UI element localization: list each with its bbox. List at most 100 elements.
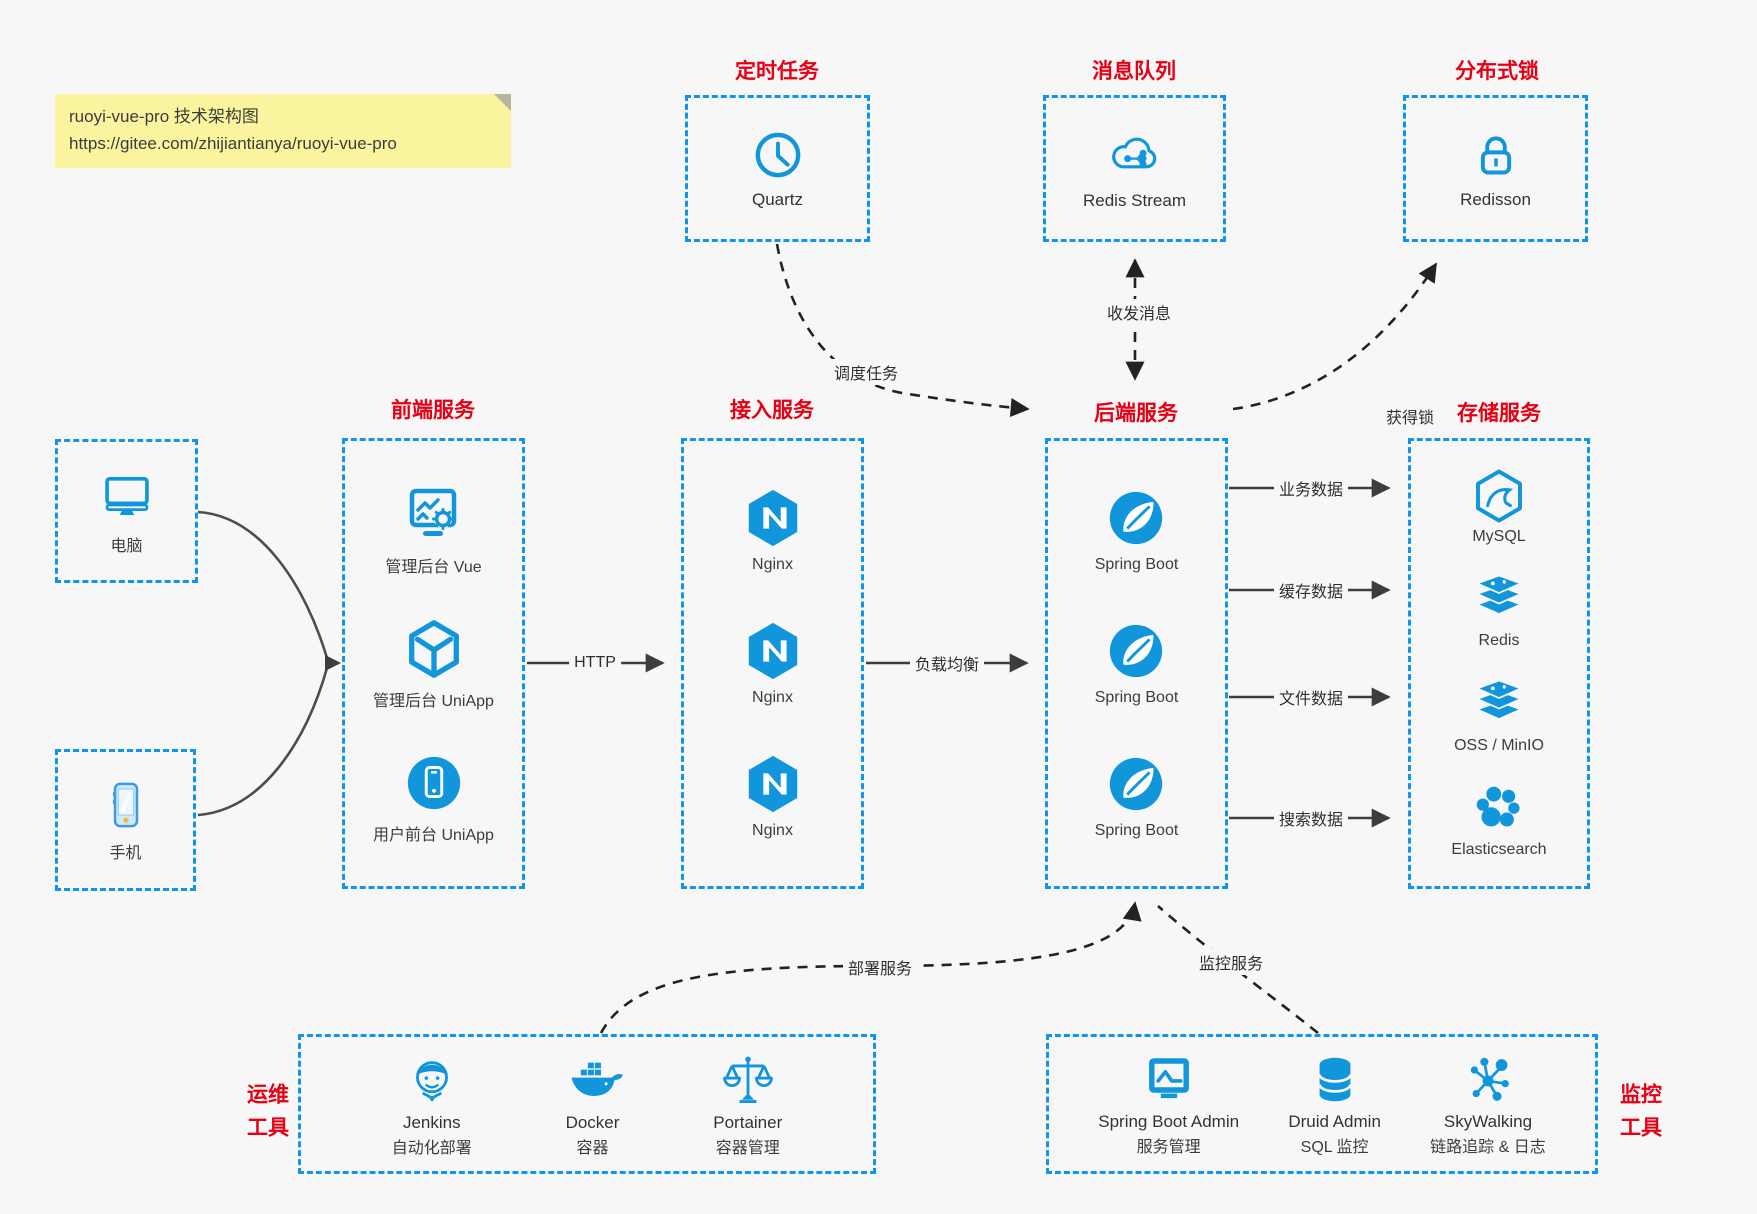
mysql-label: MySQL: [1472, 527, 1526, 545]
admin-uniapp-node: 管理后台 UniApp: [373, 618, 494, 711]
section-title-distributed-lock: 分布式锁: [1455, 60, 1539, 83]
docker-label: Docker: [565, 1113, 620, 1132]
phone-to-frontend-line: [197, 667, 329, 817]
nginx-label-1: Nginx: [752, 556, 793, 573]
phone-label: 手机: [109, 844, 142, 862]
lock-icon: [1468, 127, 1524, 183]
section-title-ops-tools: 运维 工具: [247, 1083, 289, 1139]
elasticsearch-node: Elasticsearch: [1451, 781, 1547, 859]
nginx-icon: [742, 620, 804, 682]
mobile-icon: [99, 778, 153, 832]
portainer-scale-icon: [718, 1050, 778, 1110]
storage-box: MySQL Redis OSS / MinIO Elasticsearch: [1408, 438, 1590, 889]
acquire-lock-label: 获得锁: [1380, 403, 1440, 429]
computer-to-frontend-line: [197, 510, 329, 659]
druid-admin-desc: SQL 监控: [1300, 1139, 1369, 1156]
skywalking-desc: 链路追踪 & 日志: [1430, 1139, 1546, 1156]
spring-boot-admin-desc: 服务管理: [1136, 1139, 1201, 1156]
jenkins-icon: [402, 1050, 462, 1110]
section-title-storage: 存储服务: [1457, 402, 1541, 425]
portainer-node: Portainer 容器管理: [713, 1050, 782, 1158]
monitor-service-label: 监控服务: [1193, 949, 1269, 975]
redisson-label: Redisson: [1460, 190, 1531, 209]
section-title-message-queue: 消息队列: [1092, 60, 1176, 83]
title-note: ruoyi-vue-pro 技术架构图 https://gitee.com/zh…: [55, 94, 511, 168]
section-title-access: 接入服务: [730, 399, 814, 422]
section-title-frontend: 前端服务: [391, 399, 475, 422]
user-uniapp-phone-icon: [403, 752, 465, 814]
redis-label: Redis: [1478, 632, 1520, 650]
jenkins-desc: 自动化部署: [391, 1140, 472, 1157]
oss-minio-stack-icon: [1471, 677, 1527, 733]
uniapp-cube-icon: [403, 618, 465, 680]
search-data-label: 搜索数据: [1273, 805, 1349, 831]
business-data-label: 业务数据: [1273, 475, 1349, 501]
merge-arrowhead: [325, 655, 341, 671]
desktop-icon: [98, 467, 156, 525]
admin-vue-label: 管理后台 Vue: [385, 559, 482, 576]
redis-node: Redis: [1471, 572, 1527, 650]
spring-boot-admin-label: Spring Boot Admin: [1098, 1112, 1240, 1131]
redisson-box: Redisson: [1403, 95, 1588, 242]
quartz-box: Quartz: [685, 95, 870, 242]
client-merge-arrows: [197, 510, 329, 817]
backend-box: Spring Boot Spring Boot Spring Boot: [1045, 438, 1228, 889]
note-url: https://gitee.com/zhijiantianya/ruoyi-vu…: [69, 134, 397, 153]
section-title-backend: 后端服务: [1094, 402, 1178, 425]
schedule-task-label: 调度任务: [828, 359, 904, 385]
send-receive-message-label: 收发消息: [1101, 299, 1177, 325]
druid-database-icon: [1306, 1051, 1364, 1109]
ops-tools-box: Jenkins 自动化部署 Docker 容器 Portainer 容器管理: [298, 1034, 876, 1174]
computer-label: 电脑: [110, 537, 143, 555]
quartz-node: Quartz: [750, 127, 806, 210]
springboot-node-1: Spring Boot: [1094, 487, 1179, 574]
docker-icon: [563, 1050, 623, 1110]
admin-vue-icon: [401, 482, 465, 546]
springboot-node-2: Spring Boot: [1094, 620, 1179, 707]
note-title: ruoyi-vue-pro 技术架构图: [69, 107, 259, 126]
phone-node: 手机: [99, 778, 153, 863]
spring-boot-icon: [1105, 620, 1167, 682]
load-balance-label: 负载均衡: [909, 650, 985, 676]
redis-stream-box: Redis Stream: [1043, 95, 1226, 242]
redis-stack-icon: [1471, 572, 1527, 628]
nginx-label-3: Nginx: [752, 822, 793, 839]
redis-stream-label: Redis Stream: [1083, 191, 1186, 210]
druid-admin-node: Druid Admin SQL 监控: [1288, 1051, 1381, 1157]
nginx-icon: [742, 487, 804, 549]
springboot-label-2: Spring Boot: [1094, 689, 1179, 706]
druid-admin-label: Druid Admin: [1288, 1112, 1381, 1131]
note-fold-corner: [494, 94, 511, 111]
cache-data-label: 缓存数据: [1273, 577, 1349, 603]
nginx-label-2: Nginx: [752, 689, 793, 706]
redisson-node: Redisson: [1460, 127, 1531, 210]
oss-minio-node: OSS / MinIO: [1454, 677, 1544, 755]
file-data-label: 文件数据: [1273, 684, 1349, 710]
monitor-tools-box: Spring Boot Admin 服务管理 Druid Admin SQL 监…: [1046, 1034, 1598, 1174]
section-title-scheduled-task: 定时任务: [735, 60, 819, 83]
computer-box: 电脑: [55, 439, 198, 583]
springboot-label-1: Spring Boot: [1094, 556, 1179, 573]
spring-boot-icon: [1105, 487, 1167, 549]
skywalking-network-icon: [1459, 1051, 1517, 1109]
frontend-box: 管理后台 Vue 管理后台 UniApp 用户前台 UniApp: [342, 438, 525, 889]
jenkins-label: Jenkins: [402, 1113, 461, 1132]
cloud-stream-icon: [1105, 126, 1163, 184]
phone-box: 手机: [55, 749, 196, 891]
admin-vue-node: 管理后台 Vue: [385, 482, 482, 577]
nginx-node-2: Nginx: [742, 620, 804, 707]
computer-node: 电脑: [98, 467, 156, 556]
admin-uniapp-label: 管理后台 UniApp: [373, 693, 494, 710]
elasticsearch-label: Elasticsearch: [1451, 841, 1547, 859]
nginx-node-3: Nginx: [742, 753, 804, 840]
springboot-node-3: Spring Boot: [1095, 753, 1178, 840]
nginx-icon: [742, 753, 804, 815]
access-box: Nginx Nginx Nginx: [681, 438, 864, 889]
portainer-label: Portainer: [713, 1113, 783, 1132]
section-title-monitor-tools: 监控 工具: [1620, 1083, 1662, 1139]
docker-desc: 容器: [576, 1140, 609, 1157]
mysql-node: MySQL: [1471, 468, 1527, 546]
elasticsearch-icon: [1471, 781, 1527, 837]
user-uniapp-node: 用户前台 UniApp: [373, 752, 494, 845]
